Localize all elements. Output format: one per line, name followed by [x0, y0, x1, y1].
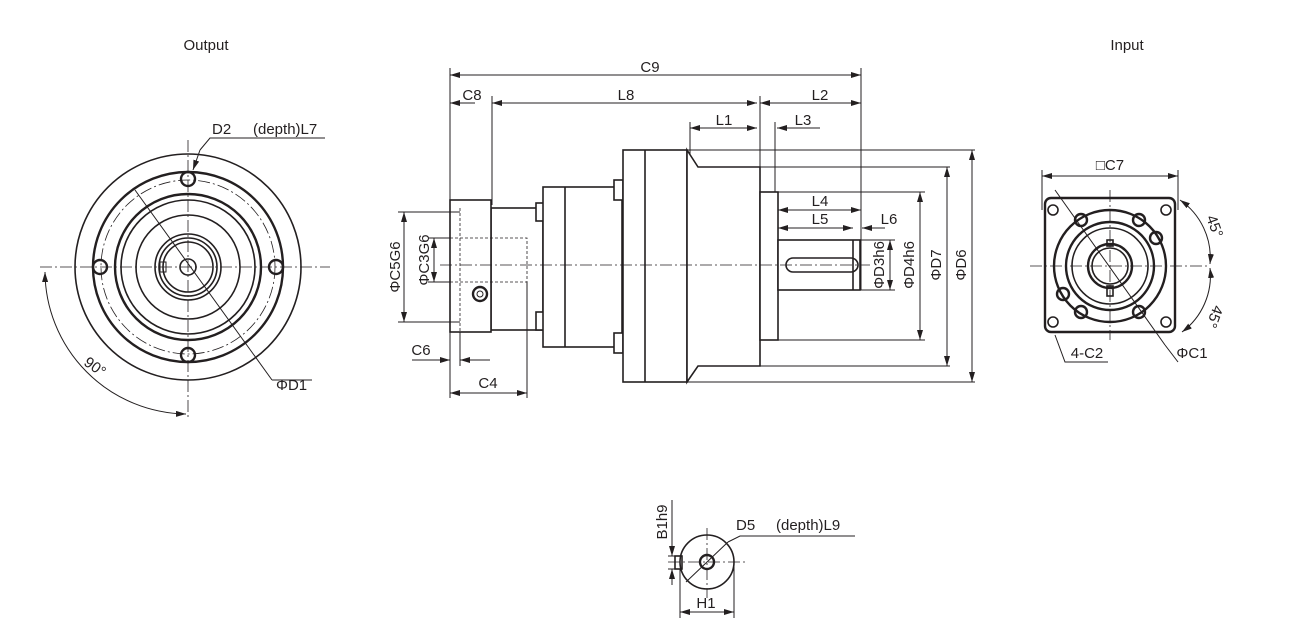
- input-pcd-label: ΦC1: [1176, 345, 1207, 362]
- input-holes-label: 4-C2: [1071, 345, 1104, 362]
- dim-d4: ΦD4h6: [901, 241, 918, 289]
- dim-l2: L2: [812, 87, 829, 104]
- dim-c5: ΦC5G6: [387, 241, 404, 292]
- dim-c8: C8: [462, 87, 481, 104]
- output-hole-label: D2: [212, 121, 231, 138]
- dim-l1: L1: [716, 112, 733, 129]
- dim-c9: C9: [640, 59, 659, 76]
- side-view: C9 C8 L8 L2 L1 L3 L4 L5 L6: [387, 59, 975, 398]
- output-depth-label: (depth)L7: [253, 121, 317, 138]
- dim-l3: L3: [795, 112, 812, 129]
- output-view: Output D2 (depth)L7 ΦD1 90°: [40, 37, 330, 420]
- input-title: Input: [1110, 37, 1144, 54]
- set-screw-icon: [471, 285, 489, 303]
- output-pcd-label: ΦD1: [276, 377, 307, 394]
- dim-d6: ΦD6: [953, 249, 970, 280]
- shaft-depth-label: (depth)L9: [776, 517, 840, 534]
- output-title: Output: [183, 37, 229, 54]
- dim-c4: C4: [478, 375, 497, 392]
- input-angle-top: 45°: [1202, 213, 1226, 240]
- input-view: Input □C7 45° 45° 4-C2 ΦC1: [1030, 37, 1226, 363]
- dim-d7: ΦD7: [928, 249, 945, 280]
- dim-c6: C6: [411, 342, 430, 359]
- dim-l6: L6: [881, 211, 898, 228]
- dim-l4: L4: [812, 193, 829, 210]
- shaft-key-label: B1h9: [654, 504, 671, 539]
- dim-l5: L5: [812, 211, 829, 228]
- bolt-hole-icon: [1047, 204, 1172, 328]
- input-square-label: □C7: [1096, 157, 1124, 174]
- dim-c3: ΦC3G6: [416, 234, 433, 285]
- shaft-height-label: H1: [696, 595, 715, 612]
- dim-d3: ΦD3h6: [871, 241, 888, 289]
- output-angle-label: 90°: [81, 354, 109, 381]
- input-angle-bottom: 45°: [1202, 303, 1226, 330]
- shaft-hole-label: D5: [736, 517, 755, 534]
- dim-l8: L8: [618, 87, 635, 104]
- shaft-end-view: B1h9 D5 (depth)L9 H1: [654, 500, 855, 618]
